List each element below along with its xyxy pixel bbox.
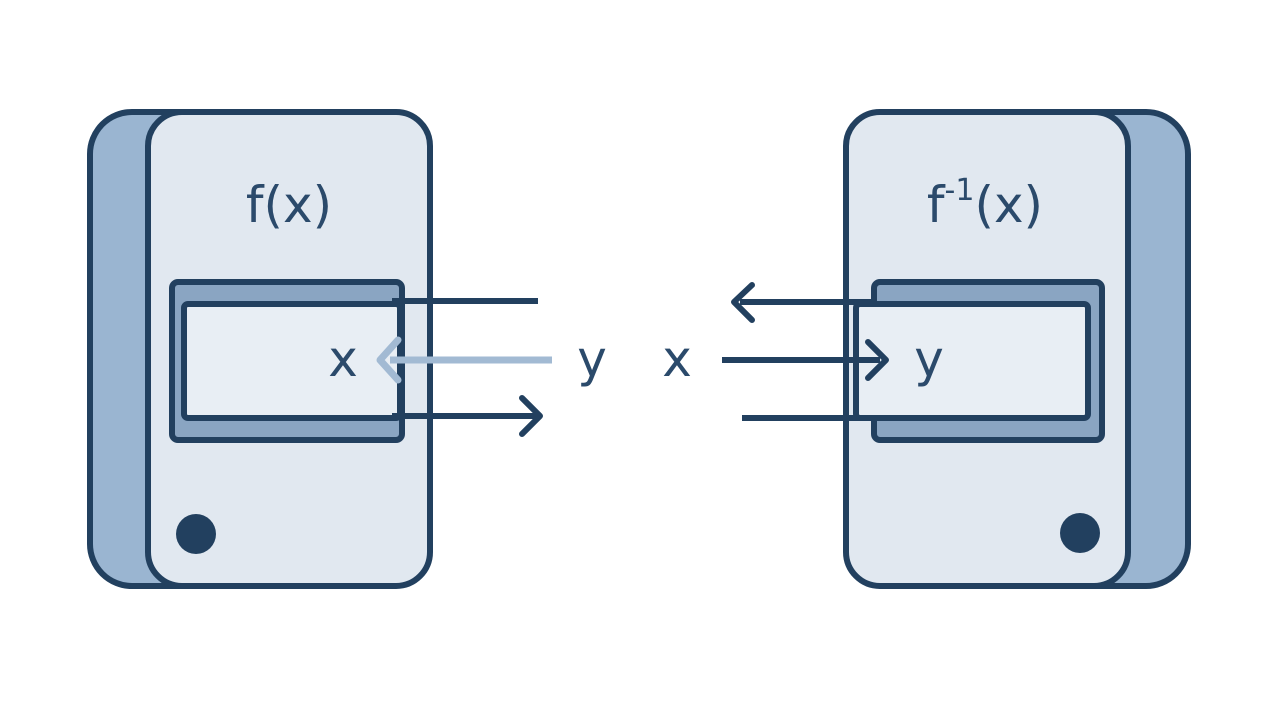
function-machine-left: f(x) x (87, 109, 433, 589)
machine-right-slot-inner (853, 301, 1091, 421)
machine-left-indicator-dot (176, 514, 216, 554)
machine-left-title: f(x) (246, 176, 332, 234)
middle-label-right: x (662, 330, 692, 388)
right-arrow-pointing-left (731, 282, 874, 323)
left-arrow-light-pointing-left (376, 336, 552, 384)
left-arrow-pointing-right (392, 395, 543, 437)
machine-right-slot-label: y (914, 330, 944, 388)
middle-label-left: y (577, 330, 607, 388)
machine-left-slot-inner (181, 301, 403, 421)
machine-right-indicator-dot (1060, 513, 1100, 553)
machine-left-slot-label: x (328, 330, 358, 388)
machine-right-title: f-1(x) (927, 173, 1043, 234)
function-machine-right: f-1(x) y (843, 109, 1191, 589)
right-arrow-pointing-right (722, 339, 889, 381)
